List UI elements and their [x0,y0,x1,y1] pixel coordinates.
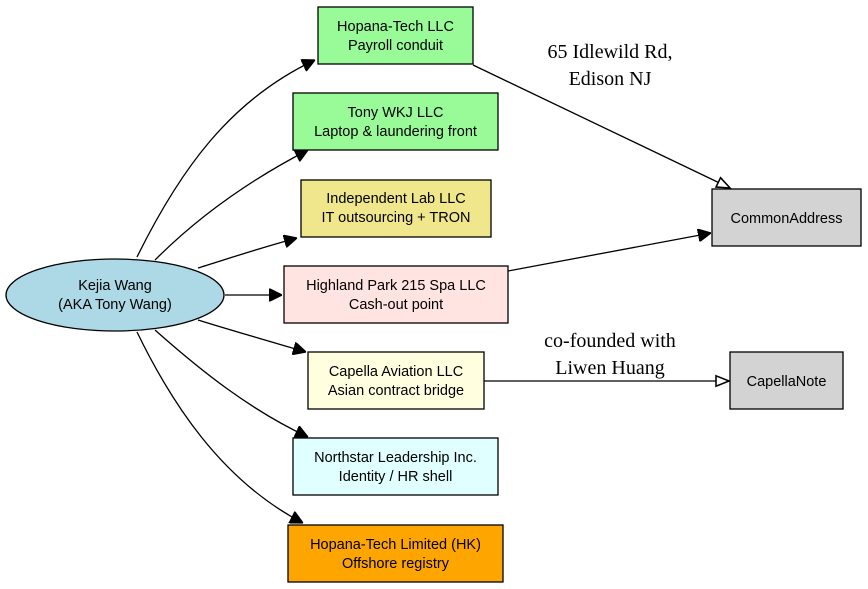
edge-kejia-to-capella [197,319,306,352]
node-northstar-leadership[interactable]: Northstar Leadership Inc. Identity / HR … [292,437,499,496]
node-common-address-label: CommonAddress [730,211,842,227]
edge-kejia-to-northstar [154,329,308,437]
node-independent-lab-llc[interactable]: Independent Lab LLC IT outsourcing + TRO… [300,179,492,238]
node-kejia-wang-alias: (AKA Tony Wang) [58,297,172,313]
node-capella-note-box [729,351,844,410]
node-highland-park-spa-llc-title: Highland Park 215 Spa LLC [306,278,486,294]
node-capella-note[interactable]: CapellaNote [729,351,844,410]
node-tony-wkj-llc-box [292,92,499,151]
node-northstar-leadership-title: Northstar Leadership Inc. [314,450,477,466]
node-northstar-leadership-role: Identity / HR shell [339,469,453,485]
edge-kejia-to-hopana-llc [136,60,315,258]
node-independent-lab-llc-title: Independent Lab LLC [326,191,466,207]
edge-label-cofounded: co-founded with Liwen Huang [544,330,676,379]
edge-label-address-line1: 65 Idlewild Rd, [548,41,673,63]
node-independent-lab-llc-box [300,179,492,238]
node-tony-wkj-llc-title: Tony WKJ LLC [348,105,444,121]
edge-highland-park-to-common-address [507,233,711,272]
edge-label-address-line2: Edison NJ [569,68,652,90]
node-hopana-tech-llc-box [317,6,474,65]
node-capella-aviation-llc[interactable]: Capella Aviation LLC Asian contract brid… [307,351,485,410]
node-capella-aviation-llc-role: Asian contract bridge [328,383,464,399]
edge-label-cofounded-line2: Liwen Huang [555,357,664,379]
edge-kejia-to-independent-lab [197,238,297,269]
node-kejia-wang-name: Kejia Wang [78,278,152,294]
node-highland-park-spa-llc-box [283,265,509,324]
node-highland-park-spa-llc-role: Cash-out point [349,297,443,313]
edge-label-address: 65 Idlewild Rd, Edison NJ [548,41,673,90]
node-hopana-tech-hk-title: Hopana-Tech Limited (HK) [310,537,481,553]
edge-hopana-llc-to-common-address [472,64,730,188]
node-tony-wkj-llc[interactable]: Tony WKJ LLC Laptop & laundering front [292,92,499,151]
node-capella-note-label: CapellaNote [747,374,827,390]
node-hopana-tech-llc-title: Hopana-Tech LLC [337,19,454,35]
edge-kejia-to-hopana-hk [136,331,303,523]
node-northstar-leadership-box [292,437,499,496]
node-common-address-box [711,188,862,247]
node-hopana-tech-llc-role: Payroll conduit [348,38,443,54]
node-hopana-tech-llc[interactable]: Hopana-Tech LLC Payroll conduit [317,6,474,65]
node-hopana-tech-hk[interactable]: Hopana-Tech Limited (HK) Offshore regist… [287,524,504,583]
node-kejia-wang[interactable]: Kejia Wang (AKA Tony Wang) [5,258,225,332]
node-highland-park-spa-llc[interactable]: Highland Park 215 Spa LLC Cash-out point [283,265,509,324]
node-hopana-tech-hk-box [287,524,504,583]
node-independent-lab-llc-role: IT outsourcing + TRON [322,210,471,226]
node-tony-wkj-llc-role: Laptop & laundering front [314,124,477,140]
node-common-address[interactable]: CommonAddress [711,188,862,247]
edge-label-cofounded-line1: co-founded with [544,330,676,352]
node-kejia-wang-shape [5,258,225,332]
node-capella-aviation-llc-title: Capella Aviation LLC [329,364,463,380]
node-capella-aviation-llc-box [307,351,485,410]
node-hopana-tech-hk-role: Offshore registry [342,556,450,572]
edge-kejia-to-tony-wkj [154,150,308,261]
